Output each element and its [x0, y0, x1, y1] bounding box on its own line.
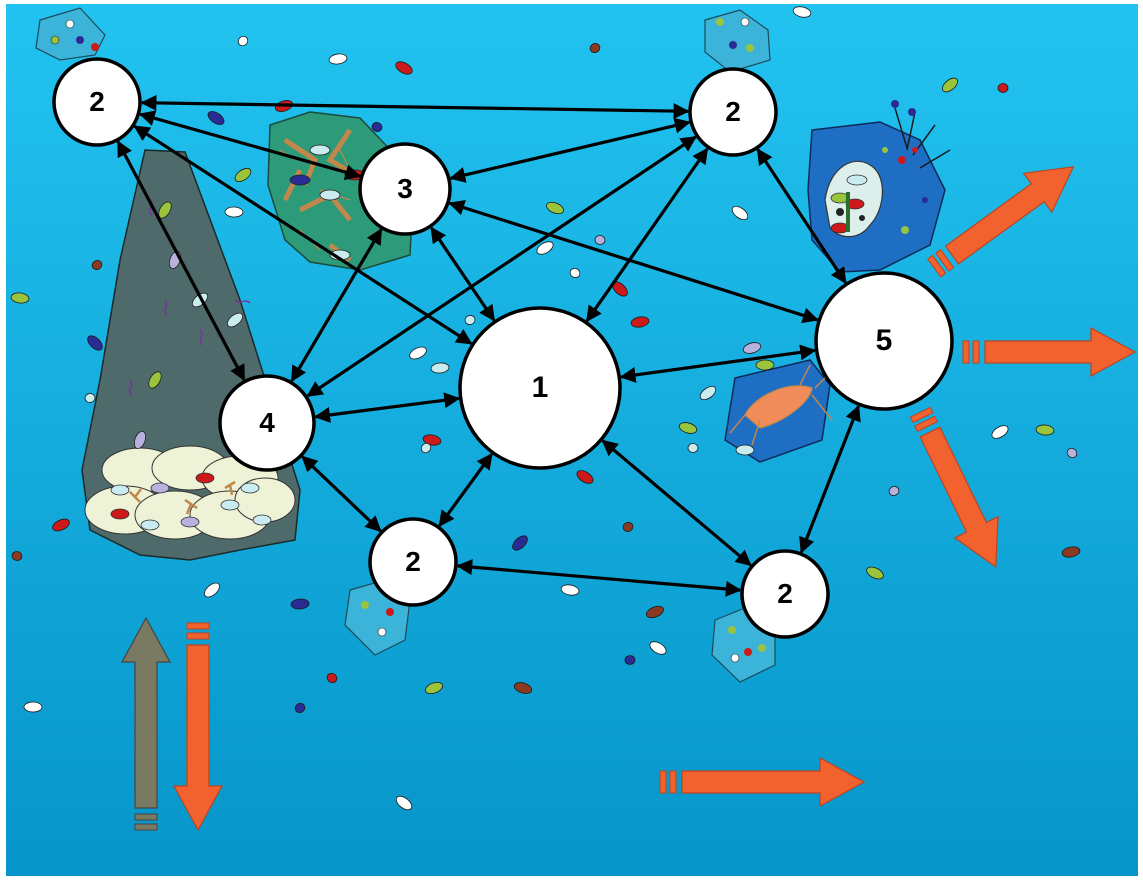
particle	[991, 425, 1009, 439]
advection-right	[659, 756, 866, 808]
link-n1-n2c	[438, 452, 493, 527]
node-n2d	[740, 549, 830, 639]
particle	[204, 582, 220, 598]
node-n3	[358, 142, 452, 236]
export-right	[962, 326, 1137, 378]
particle	[1061, 546, 1081, 558]
link-n1-n2d	[601, 439, 752, 567]
link-n4-n2c	[301, 455, 382, 533]
particle	[11, 551, 23, 561]
link-n3-n1	[430, 226, 496, 322]
particle	[224, 206, 244, 218]
particle	[237, 35, 249, 47]
particle	[678, 422, 698, 434]
link-n3-n4	[290, 228, 383, 383]
particle	[420, 442, 432, 454]
particle	[87, 335, 103, 351]
link-n2c-n2d	[456, 559, 742, 597]
particle	[328, 53, 348, 65]
particle	[792, 6, 812, 18]
particle	[512, 535, 528, 551]
node-n2b	[688, 67, 778, 157]
upward-flux	[120, 616, 172, 831]
node-n2c	[368, 517, 458, 607]
node-n1	[458, 306, 622, 470]
link-n1-n5	[619, 344, 817, 383]
copepod-body	[744, 385, 813, 429]
particle	[395, 795, 413, 811]
particle	[646, 605, 664, 619]
particle	[422, 434, 442, 446]
node-n4	[218, 374, 316, 472]
node-n2a	[52, 57, 142, 147]
link-n4-n1	[314, 392, 461, 423]
particle	[649, 641, 667, 655]
particle	[589, 43, 601, 53]
particle	[10, 292, 30, 304]
export-down	[172, 622, 224, 832]
particle	[294, 702, 306, 714]
node-n5	[814, 271, 954, 411]
particle	[624, 655, 636, 665]
particle	[290, 598, 310, 610]
export-down-right	[909, 406, 999, 568]
particle	[1066, 447, 1078, 459]
aggregate-floc-cluster	[84, 445, 296, 540]
particle	[997, 83, 1009, 93]
particle	[424, 681, 444, 695]
particle	[866, 566, 884, 580]
export-arrows	[120, 166, 1137, 832]
particle	[326, 672, 338, 684]
particle	[91, 259, 103, 271]
particle	[52, 518, 70, 532]
particle	[513, 682, 533, 694]
interaction-links	[116, 94, 861, 597]
link-n5-n2d	[799, 404, 861, 554]
aggregate-small-topleft	[35, 7, 106, 61]
export-up-right	[927, 166, 1075, 278]
particle	[941, 77, 959, 93]
particle	[687, 443, 699, 453]
particle	[576, 470, 594, 484]
particle	[888, 485, 900, 497]
link-n2a-n2b	[140, 94, 690, 120]
aggregate-small-topright	[704, 9, 771, 73]
particle	[1035, 424, 1055, 436]
particle	[23, 701, 43, 713]
particle	[699, 385, 717, 401]
particle	[84, 393, 96, 403]
trophic-nodes	[52, 57, 954, 639]
particle	[395, 61, 413, 75]
link-n3-n5	[448, 199, 819, 324]
